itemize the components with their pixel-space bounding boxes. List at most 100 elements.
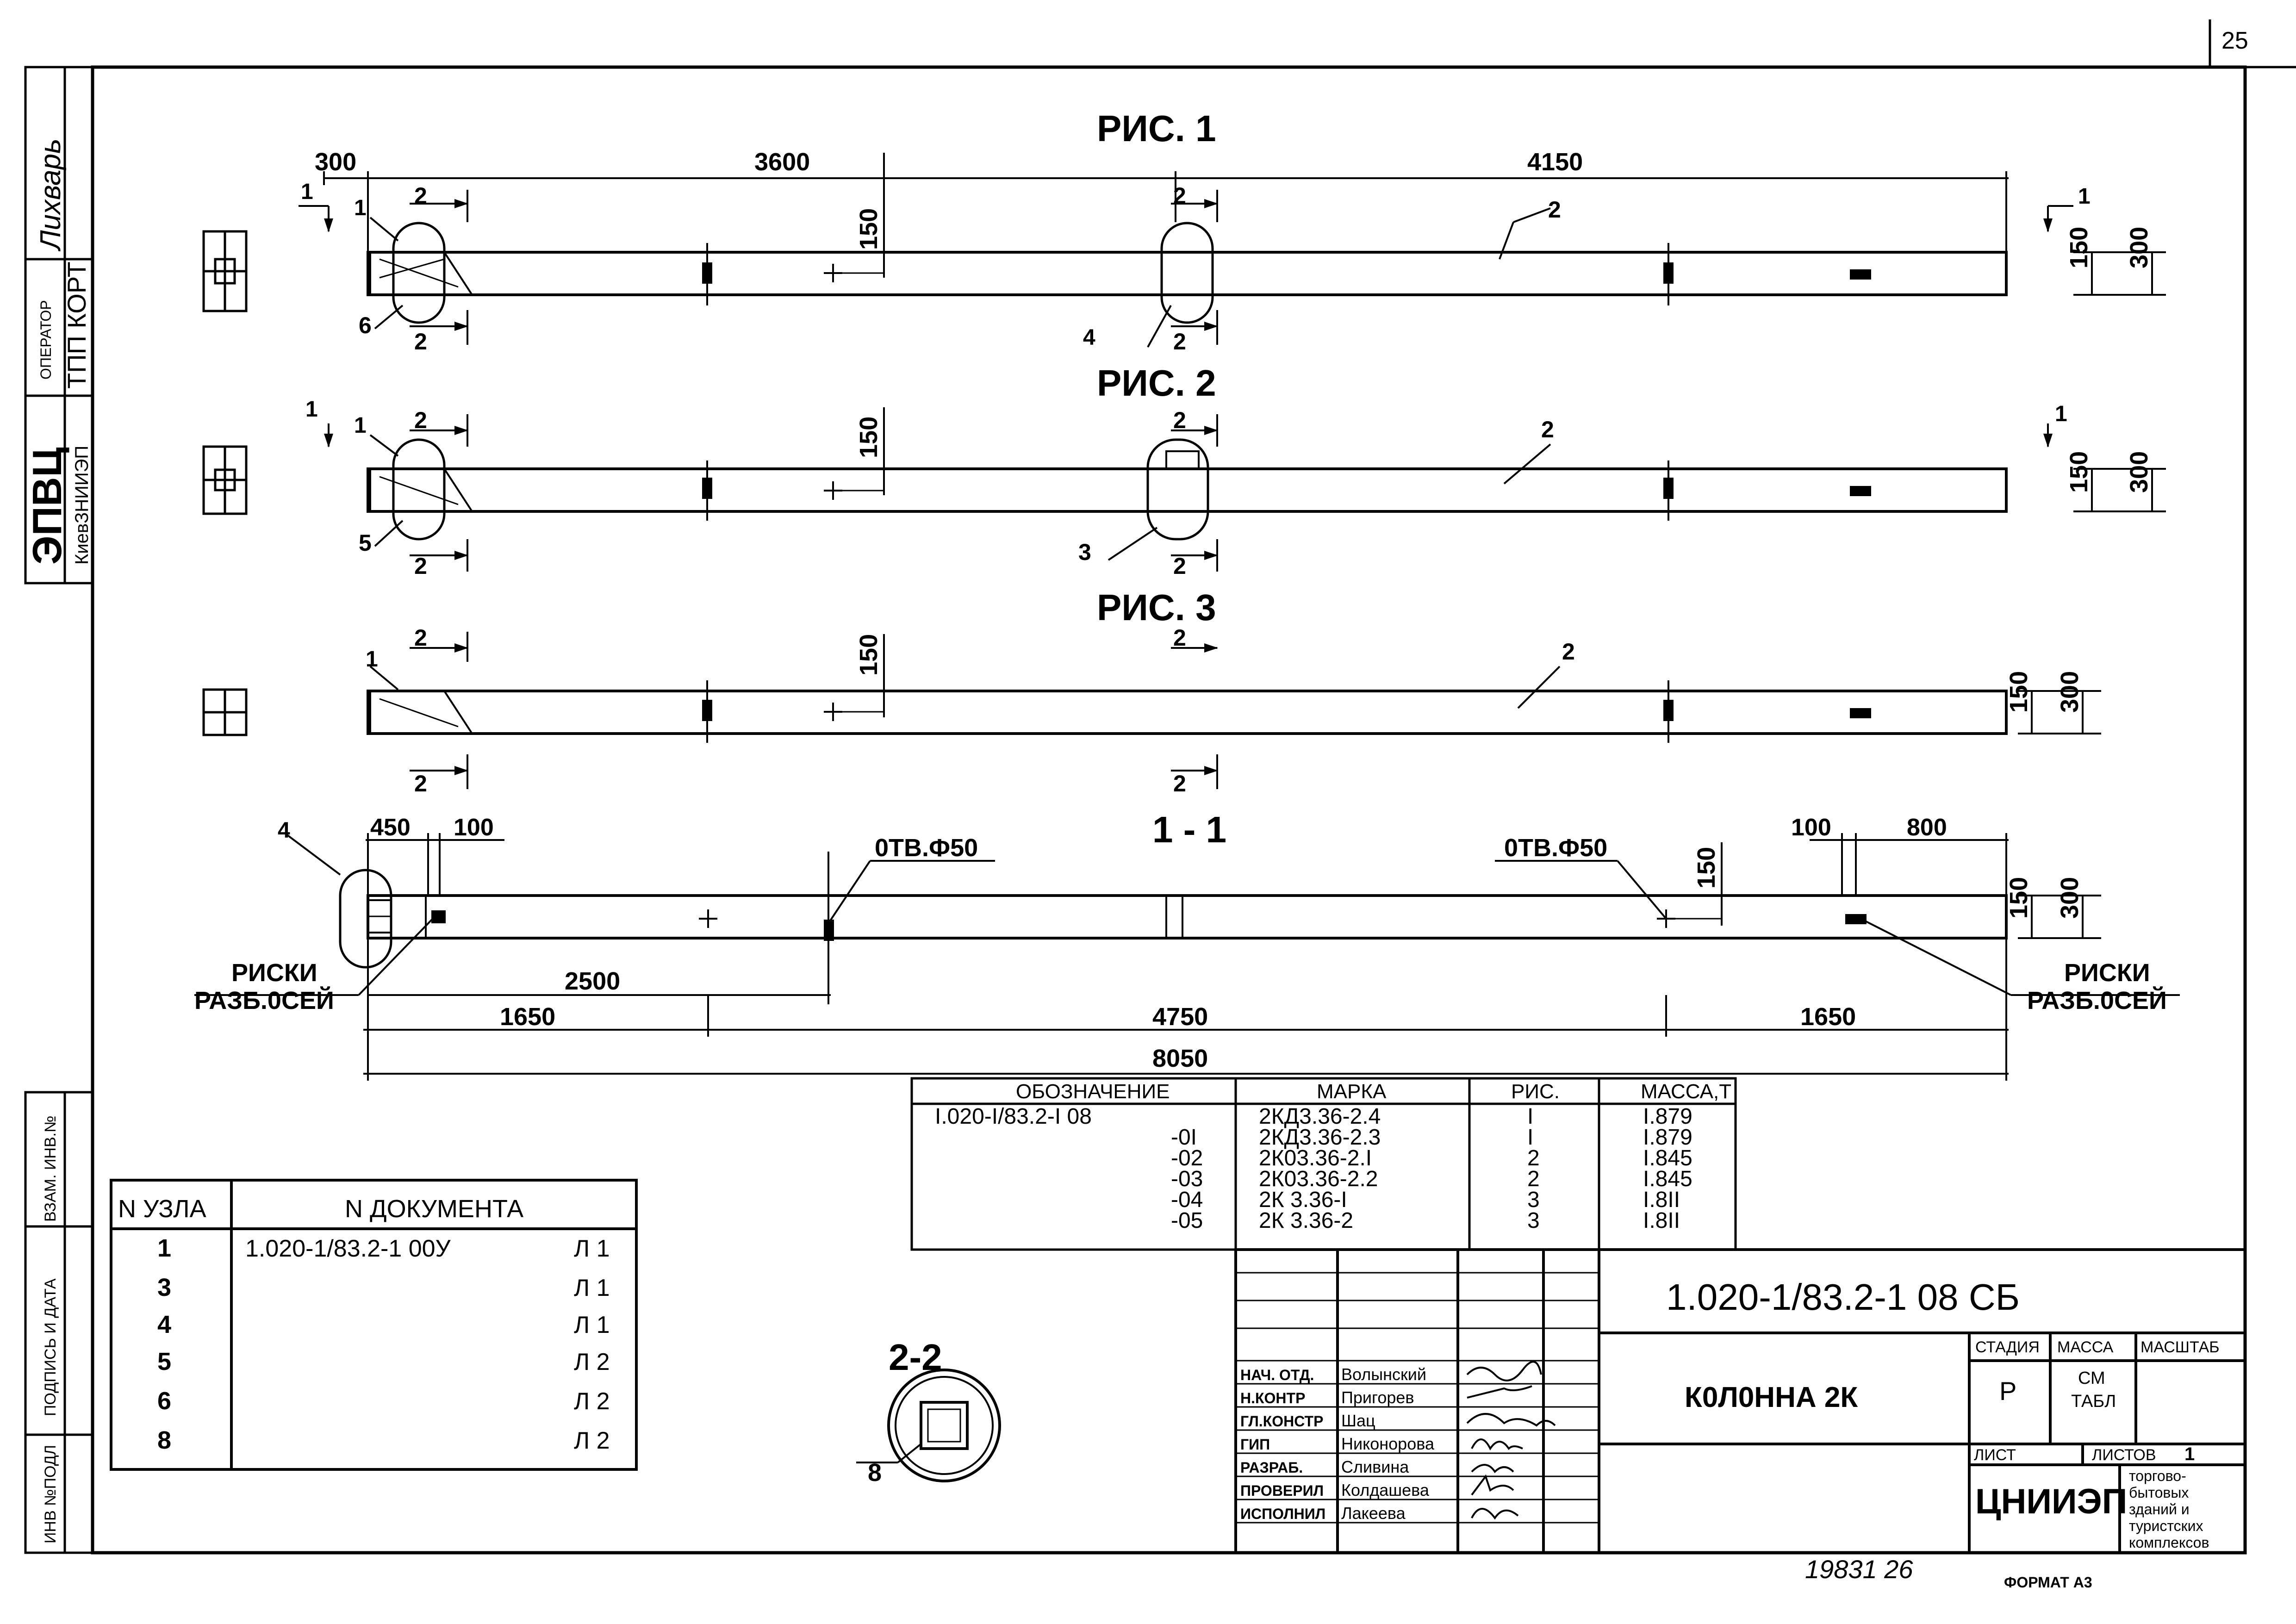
section-1-1-dimensions — [194, 832, 2180, 1081]
side-field-vzam: ВЗАМ. ИНВ.№ — [42, 1115, 59, 1222]
dim-150-section: 150 — [1692, 847, 1720, 889]
format-label: ФОРМАТ А3 — [2004, 1574, 2092, 1591]
role-label: НАЧ. ОТД. — [1240, 1367, 1314, 1383]
callout-2d-fig2: 2 — [1173, 553, 1186, 579]
callout-6-fig1: 6 — [359, 312, 372, 338]
fig2-column — [367, 407, 2008, 541]
callout-2b-fig3: 2 — [414, 771, 427, 796]
side-stamp-text: ЭПВЦ КиевЗНИИЭП ОПЕРАТОР ТПП КОРТ Лихвар… — [24, 138, 92, 1543]
table-row: 3 Л 1 — [157, 1274, 610, 1301]
callout-1-right-fig1: 1 — [2078, 184, 2091, 209]
person-name: Волынский — [1341, 1365, 1426, 1384]
person-name: Лакеева — [1341, 1504, 1406, 1523]
dim-150-fig1: 150 — [855, 208, 883, 250]
table-row: -0I 2КД3.36-2.3 I I.879 — [1171, 1125, 1692, 1150]
spec-mark: 2К 3.36-I — [1259, 1188, 1347, 1212]
dim-300-right-fig3: 300 — [2056, 671, 2084, 713]
fig3-dimensions — [369, 632, 2101, 789]
person-name: Шац — [1341, 1411, 1375, 1430]
scale-label: МАСШТАБ — [2140, 1338, 2220, 1356]
fig1-labels: 300 3600 4150 150 150 300 1 1 1 2 2 2 2 … — [301, 148, 2153, 355]
marks-note-right-1: РИСКИ — [2064, 959, 2150, 987]
callout-1-right-fig2: 1 — [2055, 402, 2067, 426]
end-view-2 — [202, 445, 248, 515]
stamp-operator-name: Лихварь — [35, 138, 67, 252]
callout-2c-fig2: 2 — [1173, 407, 1186, 433]
spec-mark: 2К03.36-2.I — [1259, 1146, 1372, 1170]
person-name: Колдашева — [1341, 1481, 1430, 1500]
table-row: 6 Л 2 — [157, 1387, 610, 1415]
spec-designation: -03 — [1171, 1167, 1203, 1191]
dim-150-right-fig1: 150 — [2065, 227, 2093, 268]
person-name: Пригорев — [1341, 1388, 1414, 1407]
callout-2a-fig1: 2 — [414, 183, 427, 209]
spec-header-fig: РИС. — [1511, 1080, 1560, 1103]
spec-fig: I — [1527, 1104, 1533, 1129]
spec-mass: I.8II — [1643, 1188, 1680, 1212]
fig1-title: РИС. 1 — [1097, 108, 1216, 149]
node-number: 8 — [157, 1426, 171, 1454]
end-view-1 — [202, 230, 248, 312]
spec-designation: -02 — [1171, 1146, 1203, 1170]
spec-designation: I.020-I/83.2-I 08 — [935, 1104, 1092, 1129]
spec-header-designation: ОБОЗНАЧЕНИЕ — [1016, 1080, 1170, 1103]
dim-150-right-section: 150 — [2005, 877, 2033, 919]
spec-mass: I.879 — [1643, 1104, 1692, 1129]
callout-2c-fig1: 2 — [1173, 183, 1186, 209]
section-1-1-title: 1 - 1 — [1152, 809, 1226, 850]
node-sheet: Л 2 — [574, 1388, 610, 1415]
signature-row: РАЗРАБ.Сливина — [1240, 1457, 1409, 1476]
callout-1-fig1: 1 — [301, 180, 313, 204]
end-view-3 — [202, 688, 248, 736]
callout-2b-fig2: 2 — [414, 553, 427, 579]
spec-mass: I.845 — [1643, 1146, 1692, 1170]
title-block — [1234, 1248, 2246, 1554]
callout-1-fig3: 1 — [366, 647, 378, 672]
node-sheet: Л 2 — [574, 1349, 610, 1375]
spec-table-text: ОБОЗНАЧЕНИЕ МАРКА РИС. МАССА,Т I.020-I/8… — [935, 1080, 1731, 1233]
sheet-number: 25 — [2221, 27, 2248, 54]
designer-org-desc-3: зданий и — [2129, 1501, 2190, 1518]
spec-header-mark: МАРКА — [1317, 1080, 1387, 1103]
dim-300-right-fig2: 300 — [2125, 451, 2153, 493]
callout-3-fig2: 3 — [1078, 539, 1091, 565]
side-stamp — [24, 66, 94, 1554]
spec-mass: I.845 — [1643, 1167, 1692, 1191]
dim-4750: 4750 — [1152, 1003, 1208, 1031]
callout-2d-fig3: 2 — [1173, 771, 1186, 796]
section-1-1-labels: 4 450 100 100 800 150 150 300 0ТВ.Ф50 0Т… — [194, 814, 2167, 1072]
fig3-column — [367, 634, 2008, 743]
dim-300-right-section: 300 — [2056, 877, 2084, 919]
node-sheet: Л 1 — [574, 1275, 610, 1301]
spec-mark: 2К 3.36-2 — [1259, 1208, 1353, 1233]
spec-mark: 2К03.36-2.2 — [1259, 1167, 1378, 1191]
person-name: Сливина — [1341, 1457, 1409, 1476]
callout-2a-fig3: 2 — [414, 625, 427, 651]
person-name: Никонорова — [1341, 1434, 1435, 1453]
spec-designation: -0I — [1171, 1125, 1197, 1150]
node-number: 5 — [157, 1348, 171, 1375]
fig3-title: РИС. 3 — [1097, 587, 1216, 628]
callout-4-fig1: 4 — [1083, 325, 1095, 350]
dim-150-right-fig2: 150 — [2065, 451, 2093, 493]
stage-value: Р — [1999, 1376, 2016, 1406]
table-row: 1 1.020-1/83.2-1 00У Л 1 — [157, 1234, 610, 1262]
dim-150-right-fig3: 150 — [2005, 671, 2033, 713]
dim-1650-left: 1650 — [500, 1003, 555, 1031]
role-label: ГЛ.КОНСТР — [1240, 1413, 1323, 1430]
drawing-name: К0Л0ННА 2К — [1685, 1381, 1858, 1413]
designer-org-desc-4: туристских — [2129, 1518, 2203, 1534]
fig2-labels: 150 150 300 1 1 1 2 2 2 2 2 3 5 — [305, 397, 2153, 579]
callout-1a-fig1: 1 — [354, 196, 367, 220]
marks-note-right-2: РАЗБ.0СЕЙ — [2027, 986, 2167, 1014]
fig1-column — [367, 153, 2008, 324]
role-label: ПРОВЕРИЛ — [1240, 1482, 1324, 1499]
dim-150-fig2: 150 — [855, 417, 883, 458]
side-field-inv: ИНВ №ПОДЛ — [42, 1445, 59, 1543]
marks-note-left-1: РИСКИ — [231, 959, 317, 987]
node-number: 4 — [157, 1311, 171, 1338]
section-1-1-column — [339, 842, 2008, 995]
designer-org-desc-5: комплексов — [2129, 1534, 2209, 1551]
role-label: Н.КОНТР — [1240, 1390, 1305, 1406]
